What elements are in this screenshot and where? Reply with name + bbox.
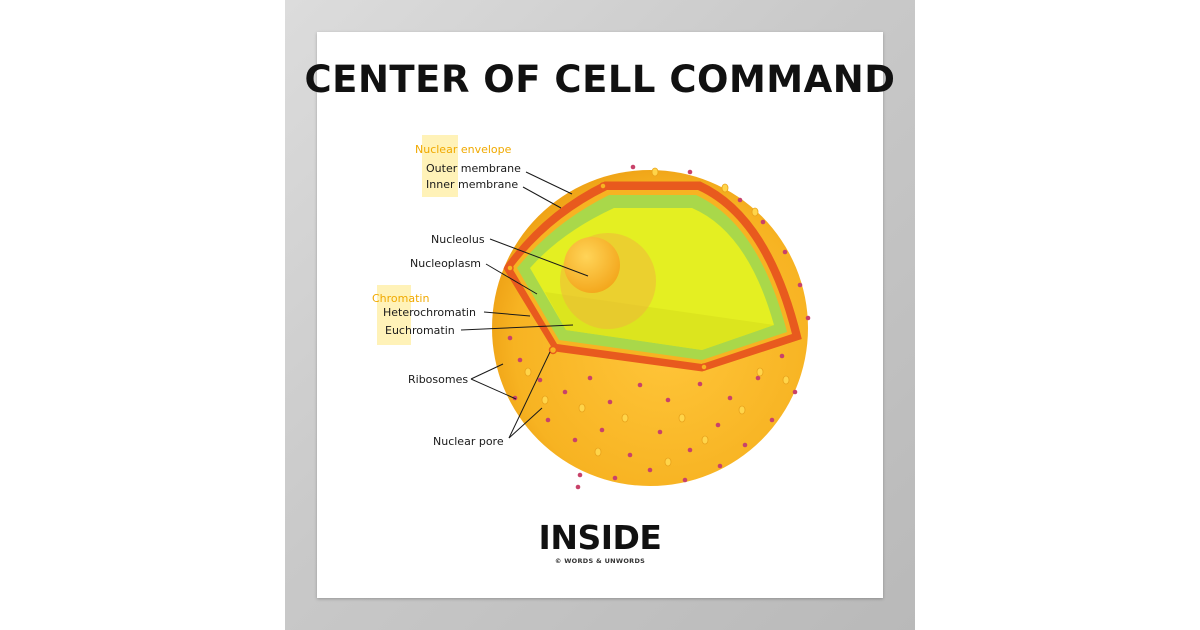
label-nuclear-pore: Nuclear pore — [433, 435, 504, 448]
label-nucleolus: Nucleolus — [431, 233, 485, 246]
label-chromatin: Chromatin — [372, 292, 429, 305]
poster-subtitle: INSIDE — [538, 518, 662, 557]
poster-title: CENTER OF CELL COMMAND — [304, 58, 896, 101]
chromatin-label-highlight — [377, 285, 411, 345]
label-nuclear-envelope: Nuclear envelope — [415, 143, 512, 156]
nucleolus-core — [564, 237, 620, 293]
label-inner-membrane: Inner membrane — [426, 178, 518, 191]
label-outer-membrane: Outer membrane — [426, 162, 521, 175]
label-ribosomes: Ribosomes — [408, 373, 468, 386]
vesicles — [524, 167, 790, 467]
label-euchromatin: Euchromatin — [385, 324, 455, 337]
nuclear-pores — [506, 182, 708, 371]
ribosomes — [507, 164, 811, 490]
copyright-text: © WORDS & UNWORDS — [554, 557, 646, 565]
leader-lines — [460, 171, 589, 439]
label-nucleoplasm: Nucleoplasm — [410, 257, 481, 270]
label-heterochromatin: Heterochromatin — [383, 306, 476, 319]
envelope-label-highlight — [422, 135, 458, 197]
